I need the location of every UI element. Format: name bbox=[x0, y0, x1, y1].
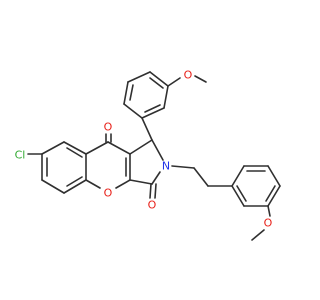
bond bbox=[193, 167, 209, 187]
bond bbox=[129, 179, 153, 185]
bond bbox=[167, 77, 181, 87]
bond bbox=[85, 141, 109, 155]
methoxy-oxygen-right-label: O bbox=[264, 217, 273, 230]
ketone-oxygen-atom: O bbox=[104, 121, 113, 134]
chlorine-atom: Cl bbox=[15, 149, 26, 162]
bond bbox=[251, 229, 265, 241]
bond bbox=[141, 107, 165, 119]
bond bbox=[163, 85, 169, 109]
bond bbox=[149, 183, 152, 199]
chemical-structure-diagram: Cl O O O N O O bbox=[15, 69, 281, 241]
methoxy-oxygen-top-atom: O bbox=[184, 69, 193, 82]
bond bbox=[129, 139, 153, 155]
bond bbox=[107, 141, 131, 155]
nitrogen-label: N bbox=[162, 160, 170, 173]
bond bbox=[123, 103, 143, 119]
methoxy-oxygen-top-label: O bbox=[184, 69, 193, 82]
bond bbox=[123, 81, 129, 105]
bond-layer bbox=[27, 71, 281, 241]
bond bbox=[144, 104, 161, 113]
bond bbox=[41, 141, 65, 155]
bond bbox=[265, 185, 276, 202]
bond bbox=[236, 185, 247, 202]
bond bbox=[151, 139, 164, 161]
ring-oxygen-label: O bbox=[104, 187, 113, 200]
bond bbox=[151, 171, 161, 185]
bond bbox=[115, 179, 131, 189]
bond bbox=[141, 117, 153, 141]
bond bbox=[267, 205, 271, 217]
bond bbox=[66, 176, 83, 187]
bond bbox=[66, 147, 83, 158]
bond bbox=[149, 77, 164, 89]
lactam-oxygen-label: O bbox=[148, 199, 157, 212]
ketone-oxygen-label: O bbox=[104, 121, 113, 134]
bond bbox=[154, 183, 157, 199]
bond bbox=[63, 141, 87, 155]
methoxy-oxygen-right-atom: O bbox=[264, 217, 273, 230]
bond bbox=[231, 185, 245, 207]
bond bbox=[127, 71, 151, 83]
chlorine-label: Cl bbox=[15, 149, 26, 162]
bond bbox=[85, 179, 101, 189]
lactam-oxygen-atom: O bbox=[148, 199, 157, 212]
molecule-canvas: Cl O O O N O O bbox=[15, 69, 281, 241]
bond bbox=[171, 165, 195, 169]
ring-oxygen-atom: O bbox=[104, 187, 113, 200]
bond bbox=[129, 84, 134, 101]
bond bbox=[63, 179, 87, 194]
bond bbox=[231, 165, 245, 187]
bond bbox=[41, 179, 65, 194]
atom-label-layer: Cl O O O N O O bbox=[15, 69, 273, 230]
bond bbox=[194, 75, 207, 83]
nitrogen-atom: N bbox=[162, 160, 170, 173]
bond bbox=[149, 71, 169, 87]
bond bbox=[267, 165, 281, 187]
bond bbox=[267, 185, 281, 207]
